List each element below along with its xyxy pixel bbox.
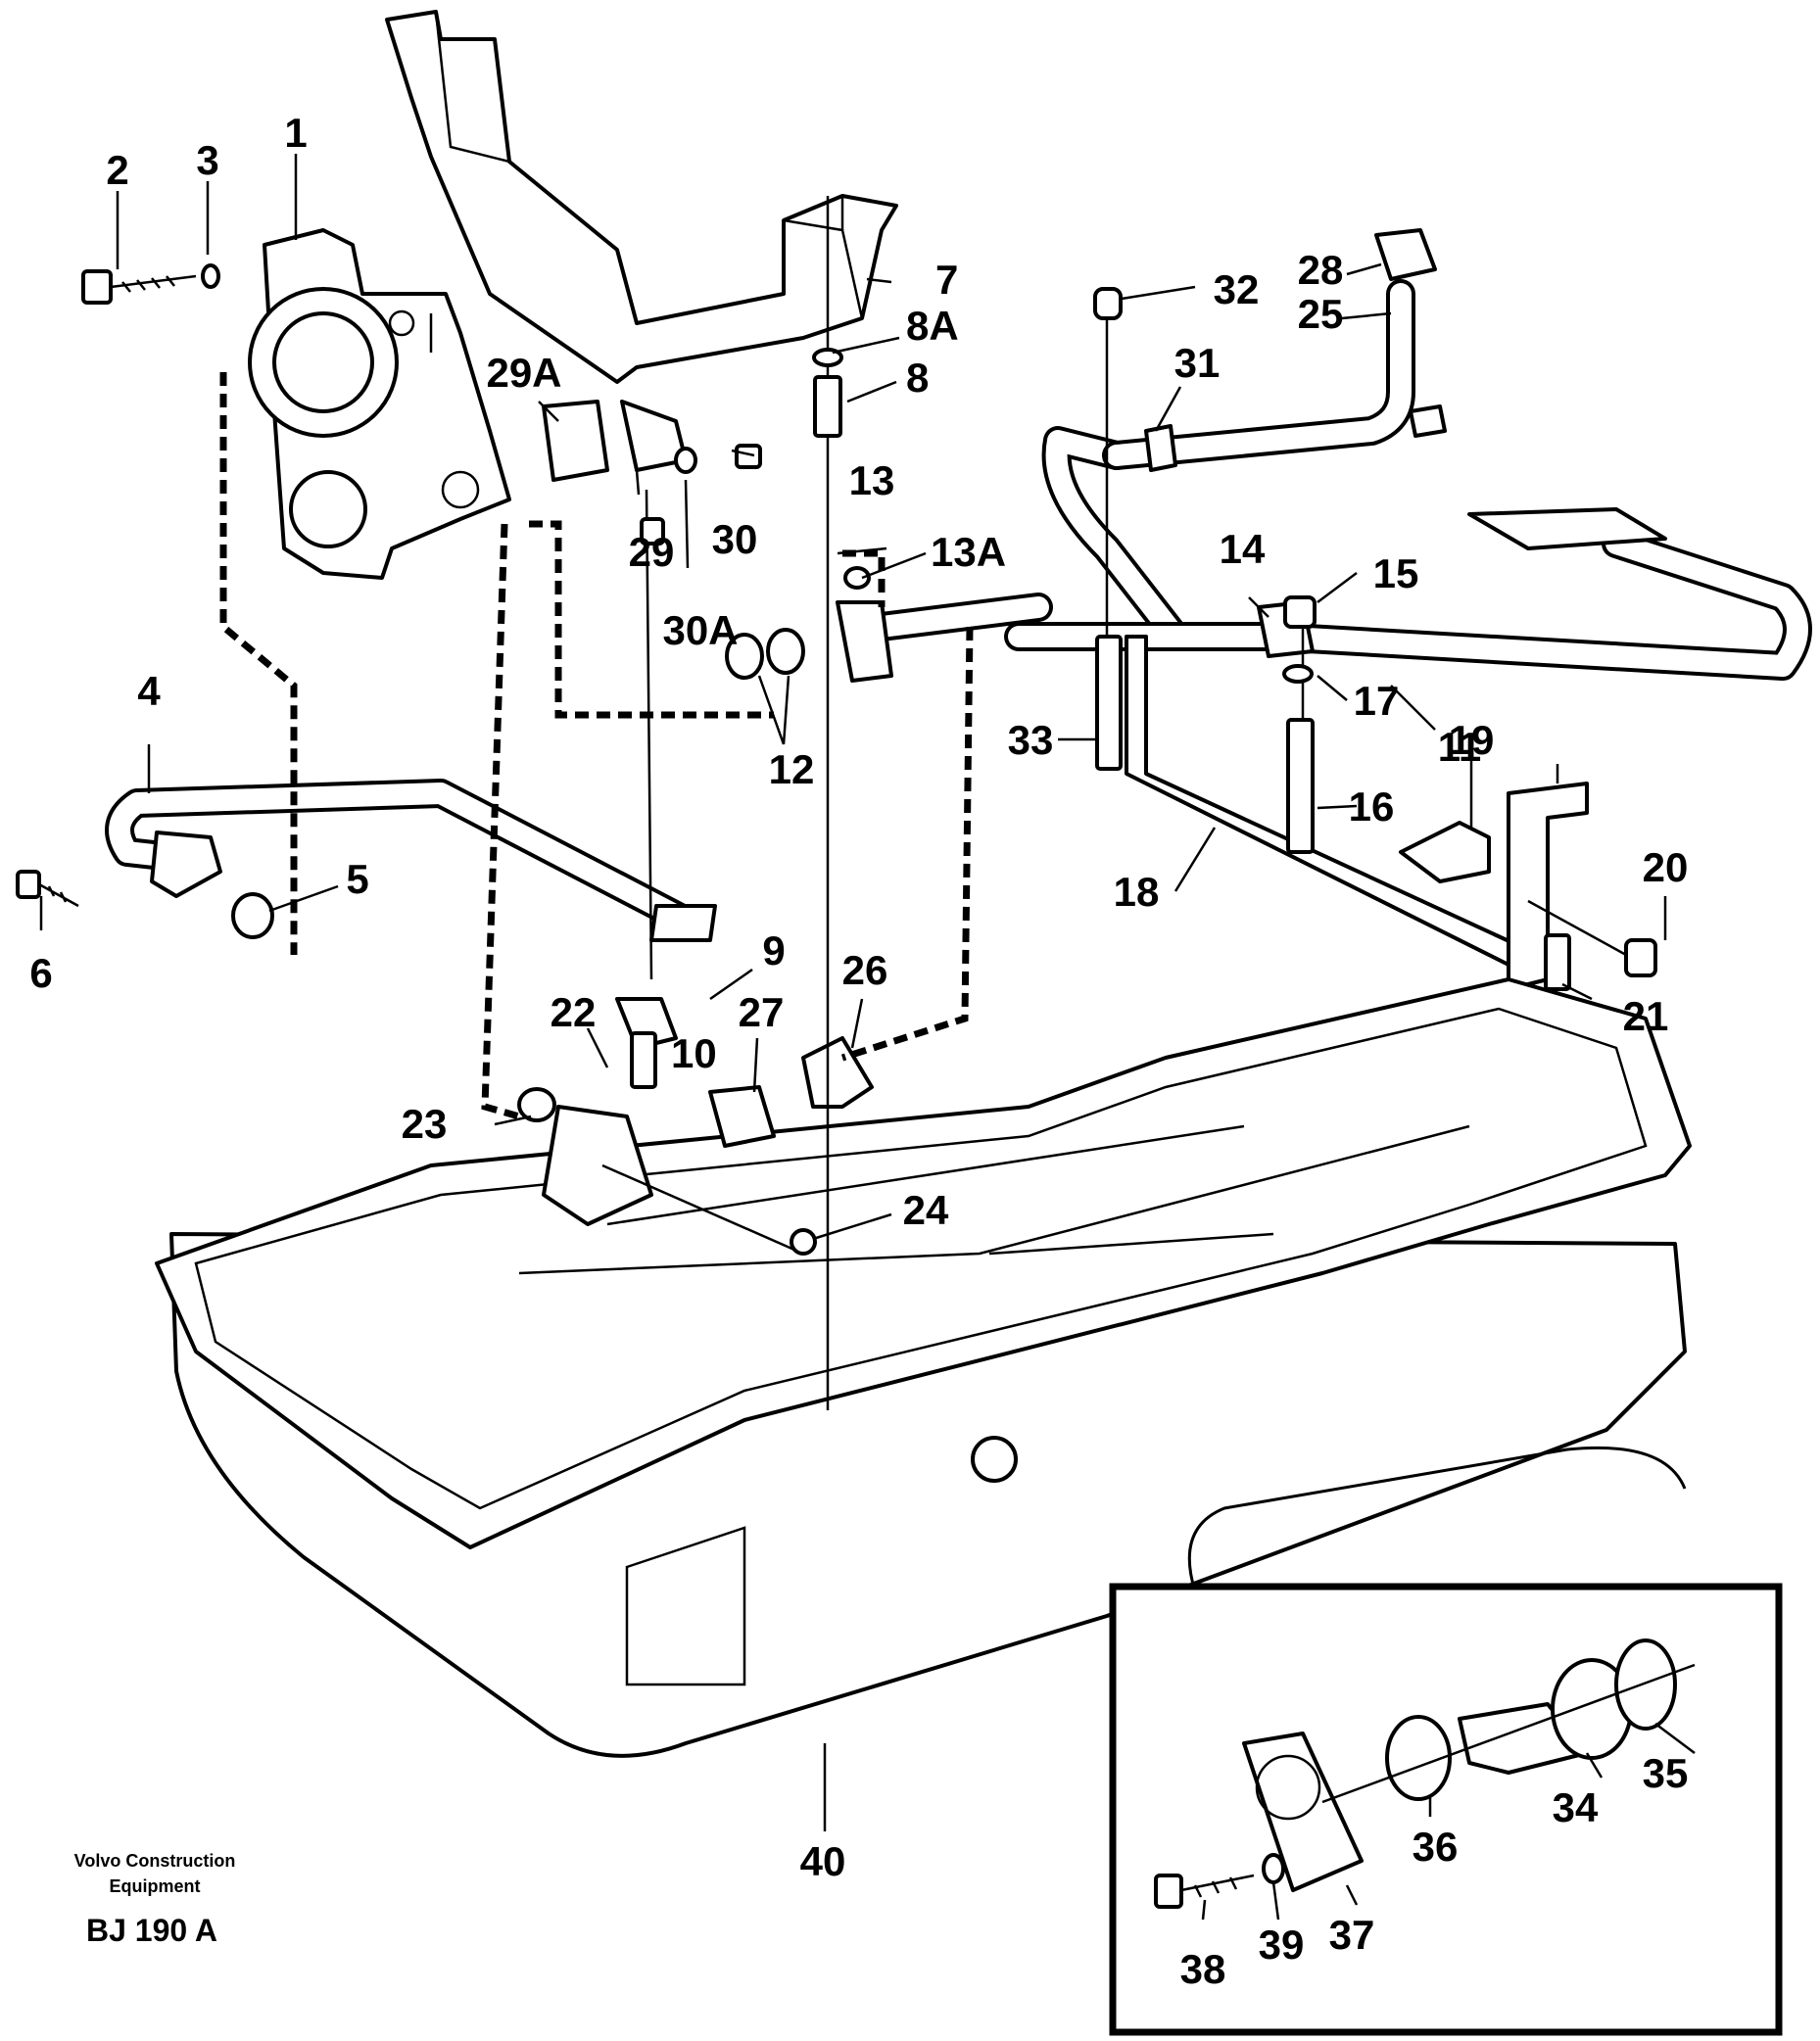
callout-7: 7 (935, 257, 958, 303)
callout-11: 11 (1438, 724, 1481, 770)
company-name-line1: Volvo Construction (74, 1851, 236, 1871)
callout-28: 28 (1298, 247, 1344, 293)
callout-34: 34 (1553, 1784, 1599, 1830)
callout-23: 23 (402, 1101, 448, 1147)
callout-38: 38 (1180, 1946, 1226, 1992)
pipe-25 (1041, 228, 1437, 651)
callout-8A: 8A (906, 303, 959, 349)
callout-10: 10 (671, 1030, 717, 1076)
footer: Volvo Construction Equipment BJ 190 A (74, 1851, 236, 1948)
callout-39: 39 (1259, 1922, 1305, 1968)
company-name-line2: Equipment (110, 1876, 201, 1896)
callout-5: 5 (346, 856, 368, 902)
callout-30A: 30A (662, 607, 738, 653)
callout-12: 12 (769, 746, 815, 792)
callout-21: 21 (1623, 993, 1669, 1039)
pickup-parts (517, 997, 874, 1256)
callout-27: 27 (739, 989, 785, 1035)
bolt-6 (16, 870, 79, 908)
callout-4: 4 (137, 668, 161, 714)
callout-37: 37 (1329, 1912, 1375, 1958)
leader-lines (39, 154, 1696, 1921)
callout-1: 1 (284, 110, 307, 156)
dashed-lines (219, 372, 974, 1120)
callout-17: 17 (1354, 678, 1400, 724)
drawing-code: BJ 190 A (86, 1913, 217, 1948)
callout-25: 25 (1298, 291, 1344, 337)
callout-3: 3 (196, 137, 218, 183)
callout-15: 15 (1373, 550, 1419, 596)
callout-36: 36 (1413, 1824, 1459, 1870)
bracket-18 (1125, 635, 1530, 972)
pipe-12 (725, 593, 1053, 683)
callout-40: 40 (800, 1838, 846, 1884)
callout-24: 24 (903, 1187, 949, 1233)
callout-32: 32 (1214, 266, 1260, 312)
inset-detail (1109, 1446, 1783, 2036)
callout-29: 29 (629, 529, 675, 575)
pipe-11 (1004, 507, 1812, 681)
callout-33: 33 (1008, 717, 1054, 763)
pipe-4 (105, 779, 717, 942)
callout-18: 18 (1114, 869, 1160, 915)
callout-35: 35 (1643, 1750, 1689, 1796)
oil-sump (155, 977, 1692, 1758)
callout-20: 20 (1643, 844, 1689, 890)
callout-13: 13 (849, 457, 895, 503)
callout-13A: 13A (931, 529, 1006, 575)
callout-30: 30 (712, 516, 758, 562)
callout-29A: 29A (486, 350, 561, 396)
callout-19: 19 (1449, 717, 1495, 763)
callout-22: 22 (551, 989, 597, 1035)
callouts: 1 2 3 4 5 6 7 8A 8 9 10 11 12 13 13A 14 … (29, 110, 1688, 1992)
hardware (542, 287, 1657, 1089)
oil-pump (248, 228, 511, 580)
bracket-7 (385, 10, 898, 384)
callout-31: 31 (1174, 340, 1221, 386)
bolt-2 (81, 263, 220, 305)
callout-16: 16 (1349, 783, 1395, 830)
callout-26: 26 (842, 947, 888, 993)
callout-8: 8 (906, 355, 929, 401)
callout-6: 6 (29, 950, 52, 996)
callout-9: 9 (762, 927, 785, 973)
callout-14: 14 (1220, 526, 1266, 572)
callout-2: 2 (106, 147, 128, 193)
